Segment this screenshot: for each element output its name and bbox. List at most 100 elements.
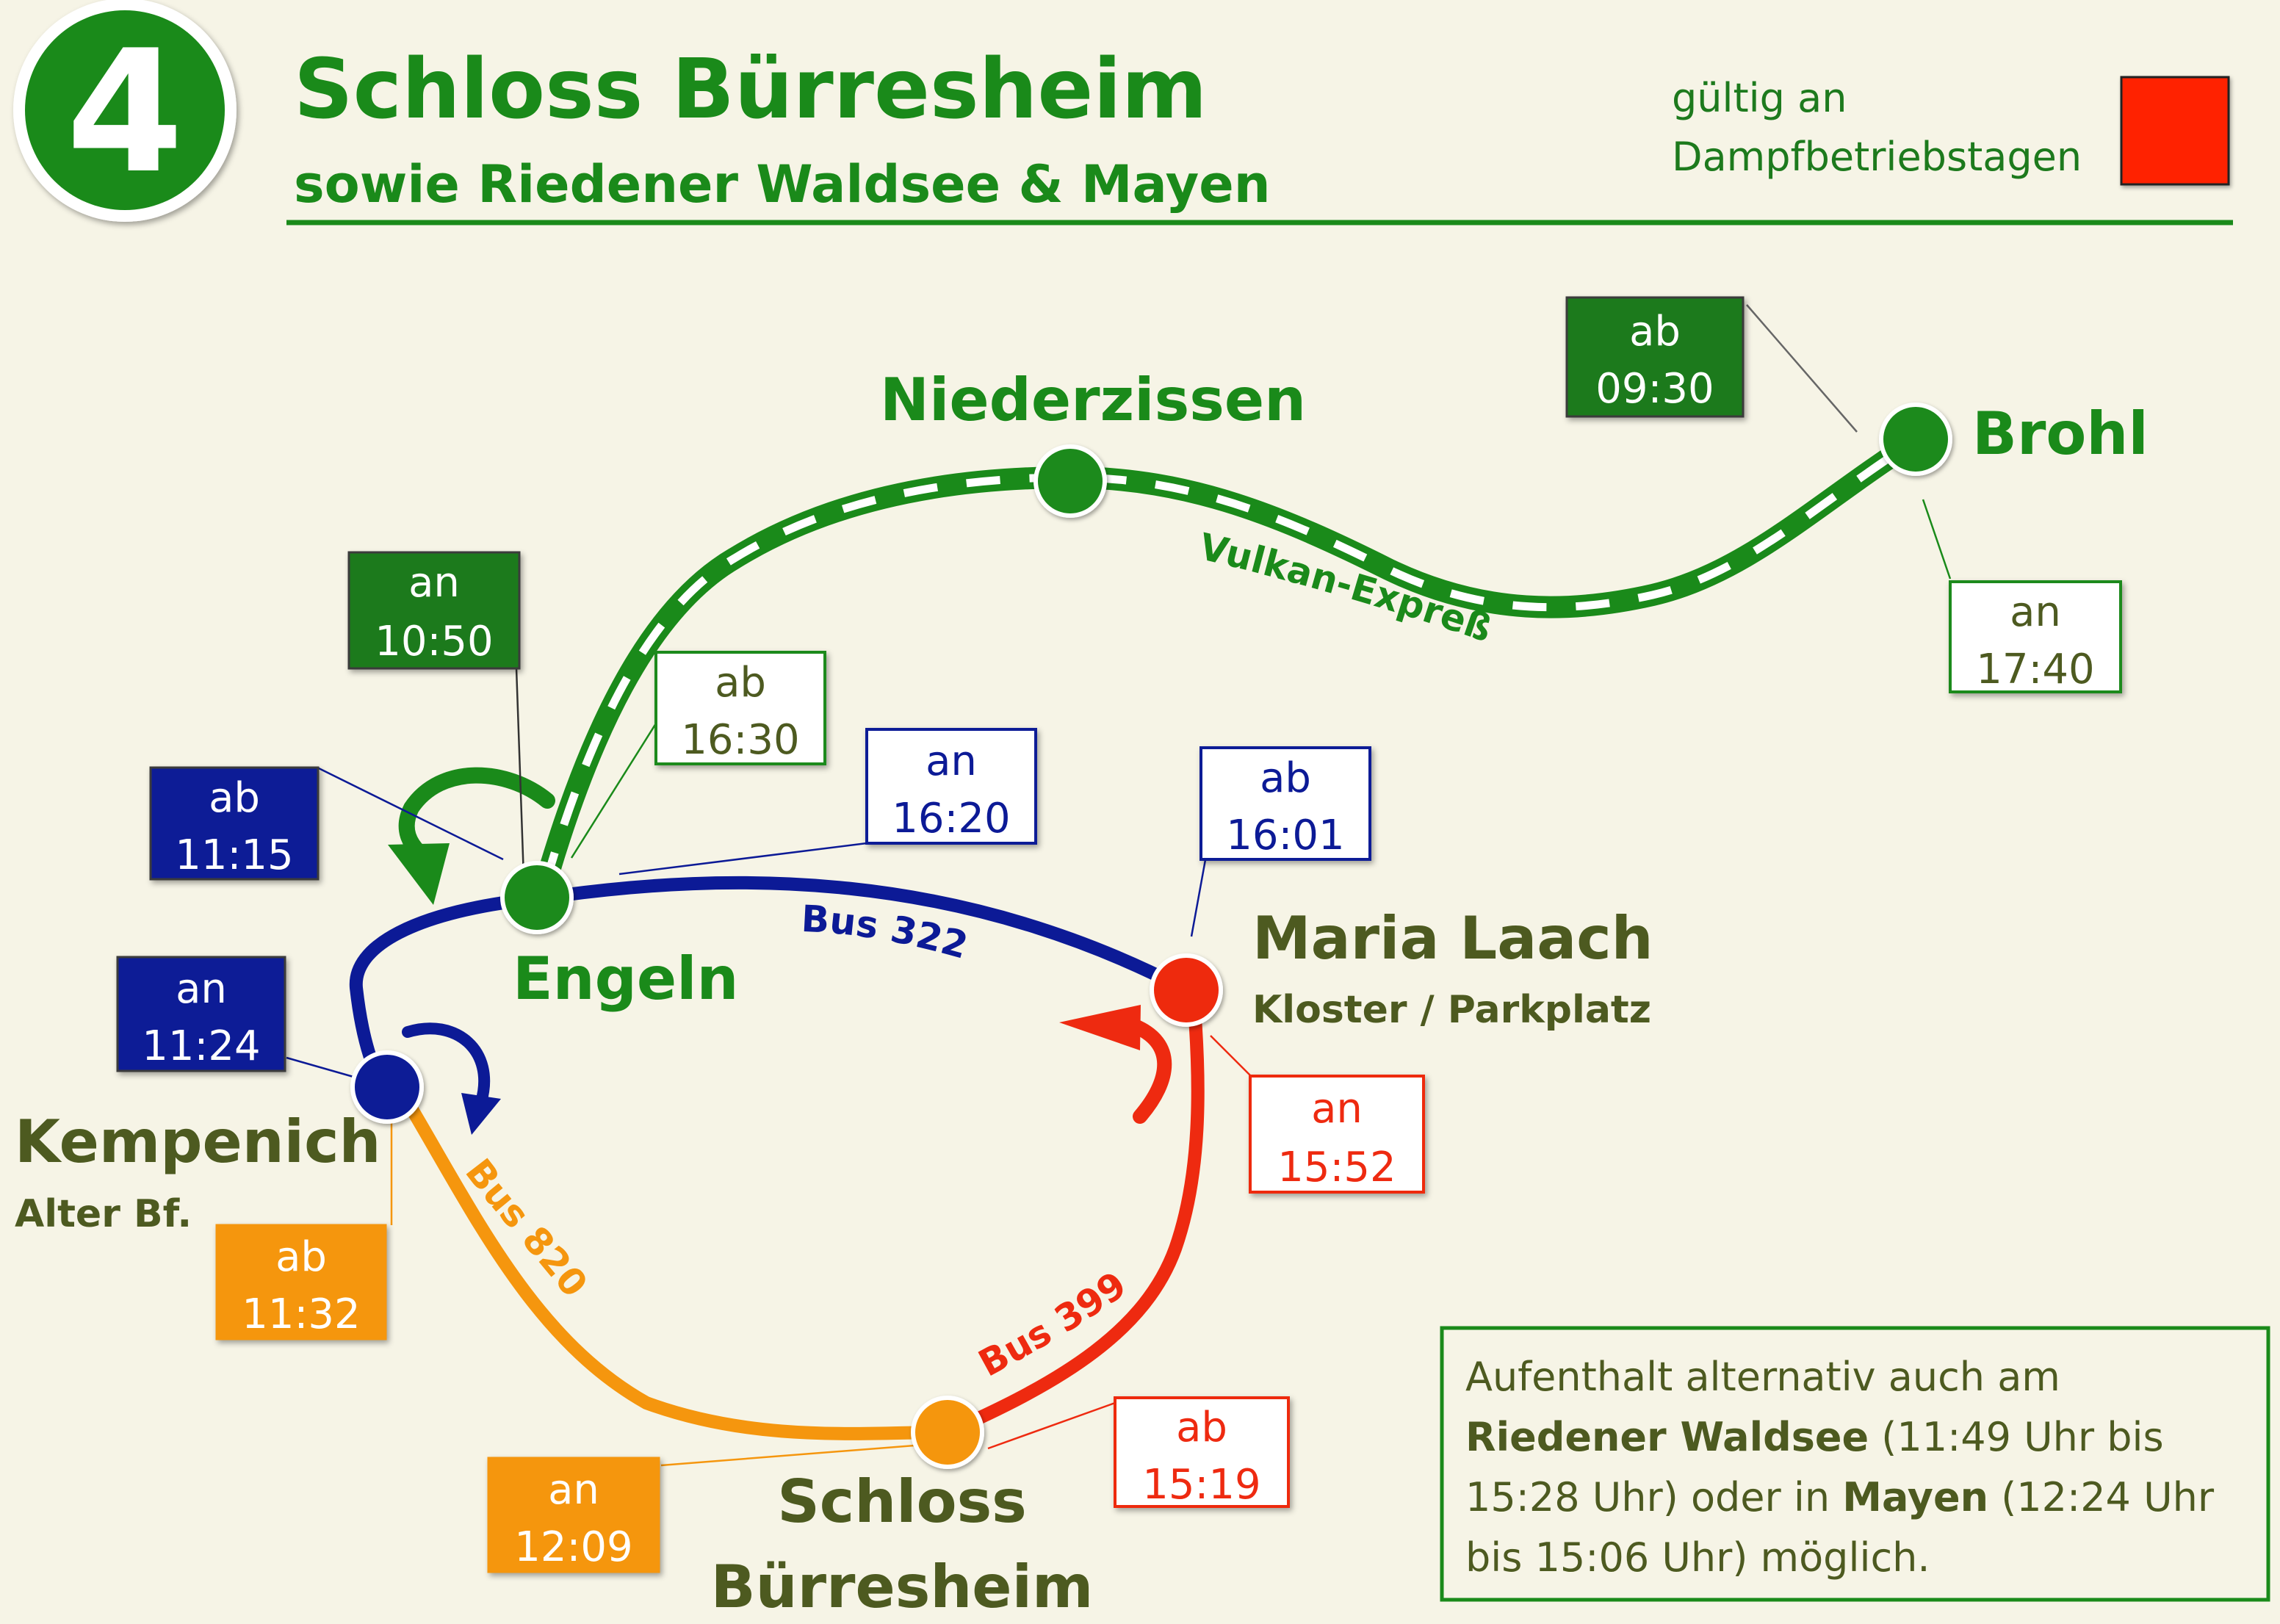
time-box-bg <box>654 651 826 765</box>
station-label-kempenich: Kempenich <box>15 1108 380 1176</box>
time-box-schloss-departure: ab 15:19 <box>1114 1396 1290 1509</box>
callout-line <box>515 668 525 878</box>
time-box-bg <box>215 1224 387 1340</box>
info-note-line3-rest: (12:24 Uhr <box>1988 1474 2215 1520</box>
callout-line <box>1922 499 1952 580</box>
page-title: Schloss Bürresheim <box>294 42 1207 137</box>
time-box-laach-arrival: an 15:52 <box>1249 1075 1425 1194</box>
time-box-time: 11:24 <box>142 1022 260 1070</box>
arrow-head <box>388 843 450 905</box>
callout-line <box>1210 1035 1255 1080</box>
circle-station-icon <box>1150 953 1223 1027</box>
time-box-bg <box>1114 1396 1290 1508</box>
callout-lines <box>286 304 1952 1467</box>
validity-color-swatch <box>2120 76 2230 186</box>
circle-station-icon <box>1033 444 1107 518</box>
station-label-schloss-line1: Schloss <box>777 1468 1027 1536</box>
validity-label-line1: gültig an <box>1672 75 1847 121</box>
time-box-time: 16:20 <box>892 795 1010 842</box>
time-box-bg <box>1949 580 2122 693</box>
info-note-line1: Aufenthalt alternativ auch am <box>1465 1354 2060 1400</box>
callout-line <box>570 723 657 859</box>
route-number-badge: 4 <box>13 0 237 222</box>
time-box-kind: ab <box>275 1233 327 1281</box>
arrow-head <box>1059 1005 1141 1050</box>
callout-line <box>1190 855 1208 937</box>
circle-station-icon <box>350 1050 424 1124</box>
time-box-bg <box>487 1457 660 1573</box>
time-box-time: 15:19 <box>1142 1461 1260 1509</box>
info-note-bold-mayen: Mayen <box>1842 1474 1988 1520</box>
time-box-kind: ab <box>1260 754 1311 802</box>
page-subtitle: sowie Riedener Waldsee & Mayen <box>294 154 1271 214</box>
circle-station-icon <box>1879 403 1952 476</box>
time-box-brohl-arrival: an 17:40 <box>1949 580 2122 693</box>
time-box-bg <box>865 728 1037 845</box>
time-box-time: 17:40 <box>1976 646 2094 693</box>
time-box-engeln-train-arrival: an 10:50 <box>347 551 521 670</box>
callout-line <box>286 1056 359 1080</box>
time-box-schloss-arrival: an 12:09 <box>487 1457 660 1573</box>
info-note-line3: 15:28 Uhr) oder in Mayen (12:24 Uhr <box>1465 1474 2215 1520</box>
time-box-engeln-bus-arrival: an 16:20 <box>865 728 1037 845</box>
callout-line <box>660 1444 915 1467</box>
callout-line <box>1746 304 1858 433</box>
time-box-kind: an <box>408 559 460 607</box>
info-note-line2: Riedener Waldsee (11:49 Uhr bis <box>1465 1414 2164 1460</box>
time-box-engeln-train-departure: ab 16:30 <box>654 651 826 765</box>
info-note: Aufenthalt alternativ auch am Riedener W… <box>1440 1326 2270 1602</box>
time-box-time: 16:01 <box>1226 812 1344 859</box>
callout-line <box>618 842 867 876</box>
time-box-time: 16:30 <box>681 716 799 764</box>
callout-line <box>317 766 504 861</box>
time-box-kind: an <box>1311 1085 1363 1133</box>
arrow-head <box>461 1093 501 1135</box>
time-box-time: 11:15 <box>175 831 293 879</box>
time-box-brohl-departure: ab 09:30 <box>1565 296 1745 418</box>
station-label-niederzissen: Niederzissen <box>880 366 1306 434</box>
time-box-kind: ab <box>715 659 766 707</box>
circle-station-icon <box>500 861 574 934</box>
time-box-bg <box>149 766 320 881</box>
time-box-time: 12:09 <box>514 1523 632 1571</box>
time-box-bg <box>347 551 521 670</box>
bus-399-label: Bus 399 <box>972 1263 1134 1385</box>
time-box-bg <box>1565 296 1745 418</box>
info-note-frame <box>1440 1326 2270 1602</box>
info-note-line4: bis 15:06 Uhr) möglich. <box>1465 1534 1930 1581</box>
station-label-brohl: Brohl <box>1972 400 2149 468</box>
time-box-kind: an <box>926 737 977 785</box>
time-box-kempenich-arrival: an 11:24 <box>116 956 286 1072</box>
curved-arrow-icon <box>388 767 555 905</box>
time-box-time: 10:50 <box>375 618 493 665</box>
time-box-engeln-bus-departure: ab 11:15 <box>149 766 320 881</box>
validity-label-line2: Dampfbetriebstagen <box>1672 134 2082 180</box>
station-sublabel-maria-laach: Kloster / Parkplatz <box>1252 988 1651 1032</box>
time-box-bg <box>116 956 286 1072</box>
time-box-kempenich-departure: ab 11:32 <box>215 1224 387 1340</box>
time-box-kind: ab <box>209 774 260 822</box>
bus-820-line <box>397 1083 942 1434</box>
time-box-bg <box>1249 1075 1425 1194</box>
time-box-bg <box>1199 746 1371 861</box>
time-box-time: 09:30 <box>1595 365 1714 413</box>
time-box-kind: ab <box>1176 1404 1227 1451</box>
curved-arrow-icon <box>1059 1005 1172 1124</box>
station-label-schloss-line2: Bürresheim <box>711 1553 1094 1621</box>
time-box-kind: ab <box>1629 308 1681 356</box>
curved-arrow-icon <box>402 1022 501 1135</box>
info-note-line2-rest: (11:49 Uhr bis <box>1869 1414 2164 1460</box>
time-box-kind: an <box>548 1466 599 1514</box>
time-box-kind: an <box>176 965 227 1013</box>
time-box-kind: an <box>2010 588 2061 636</box>
info-note-line3-start: 15:28 Uhr) oder in <box>1465 1474 1842 1520</box>
station-label-maria-laach: Maria Laach <box>1252 904 1653 972</box>
badge-disc <box>25 10 225 210</box>
time-box-laach-departure: ab 16:01 <box>1199 746 1371 861</box>
route-number: 4 <box>66 15 184 211</box>
station-sublabel-kempenich: Alter Bf. <box>15 1192 192 1236</box>
time-box-time: 11:32 <box>242 1291 360 1338</box>
info-note-bold-waldsee: Riedener Waldsee <box>1465 1414 1869 1460</box>
